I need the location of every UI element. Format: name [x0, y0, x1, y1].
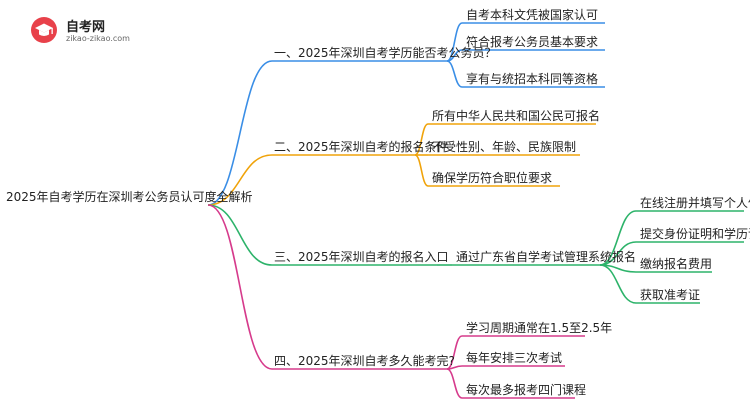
subleaf-node-2: 提交身份证明和学历证明: [640, 227, 750, 241]
leaf-node-1-1: 自考本科文凭被国家认可: [466, 8, 599, 22]
subleaf-node-4: 获取准考证: [640, 288, 701, 302]
root-node: 2025年自考学历在深圳考公务员认可度全解析: [6, 190, 253, 204]
leaf-connector-1-3: [446, 60, 463, 88]
leaf-connector-2-3: [414, 154, 429, 187]
leaf-node-4-3: 每次最多报考四门课程: [466, 383, 587, 397]
leaf-node-2-2: 不受性别、年龄、民族限制: [432, 140, 577, 154]
leaf-connector-4-3: [446, 368, 463, 399]
branch-node-2: 二、2025年深圳自考的报名条件: [274, 140, 449, 154]
leaf-node-2-1: 所有中华人民共和国公民可报名: [432, 109, 601, 123]
branch-connector-1: [207, 60, 273, 206]
subleaf-connector-2: [599, 241, 637, 266]
leaf-node-4-2: 每年安排三次考试: [466, 351, 563, 365]
subleaf-node-1: 在线注册并填写个人信息: [640, 196, 750, 210]
logo-url: zikao-zikao.com: [66, 34, 130, 43]
logo-title: 自考网: [66, 20, 106, 35]
branch-connector-4: [207, 204, 273, 370]
site-logo: 自考网 zikao-zikao.com: [30, 14, 150, 50]
leaf-node-1-3: 享有与统招本科同等资格: [466, 72, 599, 86]
leaf-node-1-2: 符合报考公务员基本要求: [466, 35, 599, 49]
leaf-connector-2-1: [414, 123, 429, 156]
branch-node-3: 三、2025年深圳自考的报名入口: [274, 250, 449, 264]
subleaf-connector-4: [599, 264, 637, 304]
branch-node-4: 四、2025年深圳自考多久能考完?: [274, 354, 455, 368]
branch-node-1: 一、2025年深圳自考学历能否考公务员？: [274, 46, 497, 60]
leaf-node-4-1: 学习周期通常在1.5至2.5年: [466, 321, 613, 335]
branch-connector-3: [207, 204, 273, 266]
leaf-node-3-1: 通过广东省自学考试管理系统报名: [456, 250, 637, 264]
subleaf-node-3: 缴纳报名费用: [640, 257, 713, 271]
leaf-connector-4-1: [446, 335, 463, 370]
graduation-cap-icon: [31, 17, 57, 43]
subleaf-connector-1: [599, 210, 637, 266]
branch-connector-2: [207, 154, 273, 206]
leaf-node-2-3: 确保学历符合职位要求: [432, 171, 553, 185]
